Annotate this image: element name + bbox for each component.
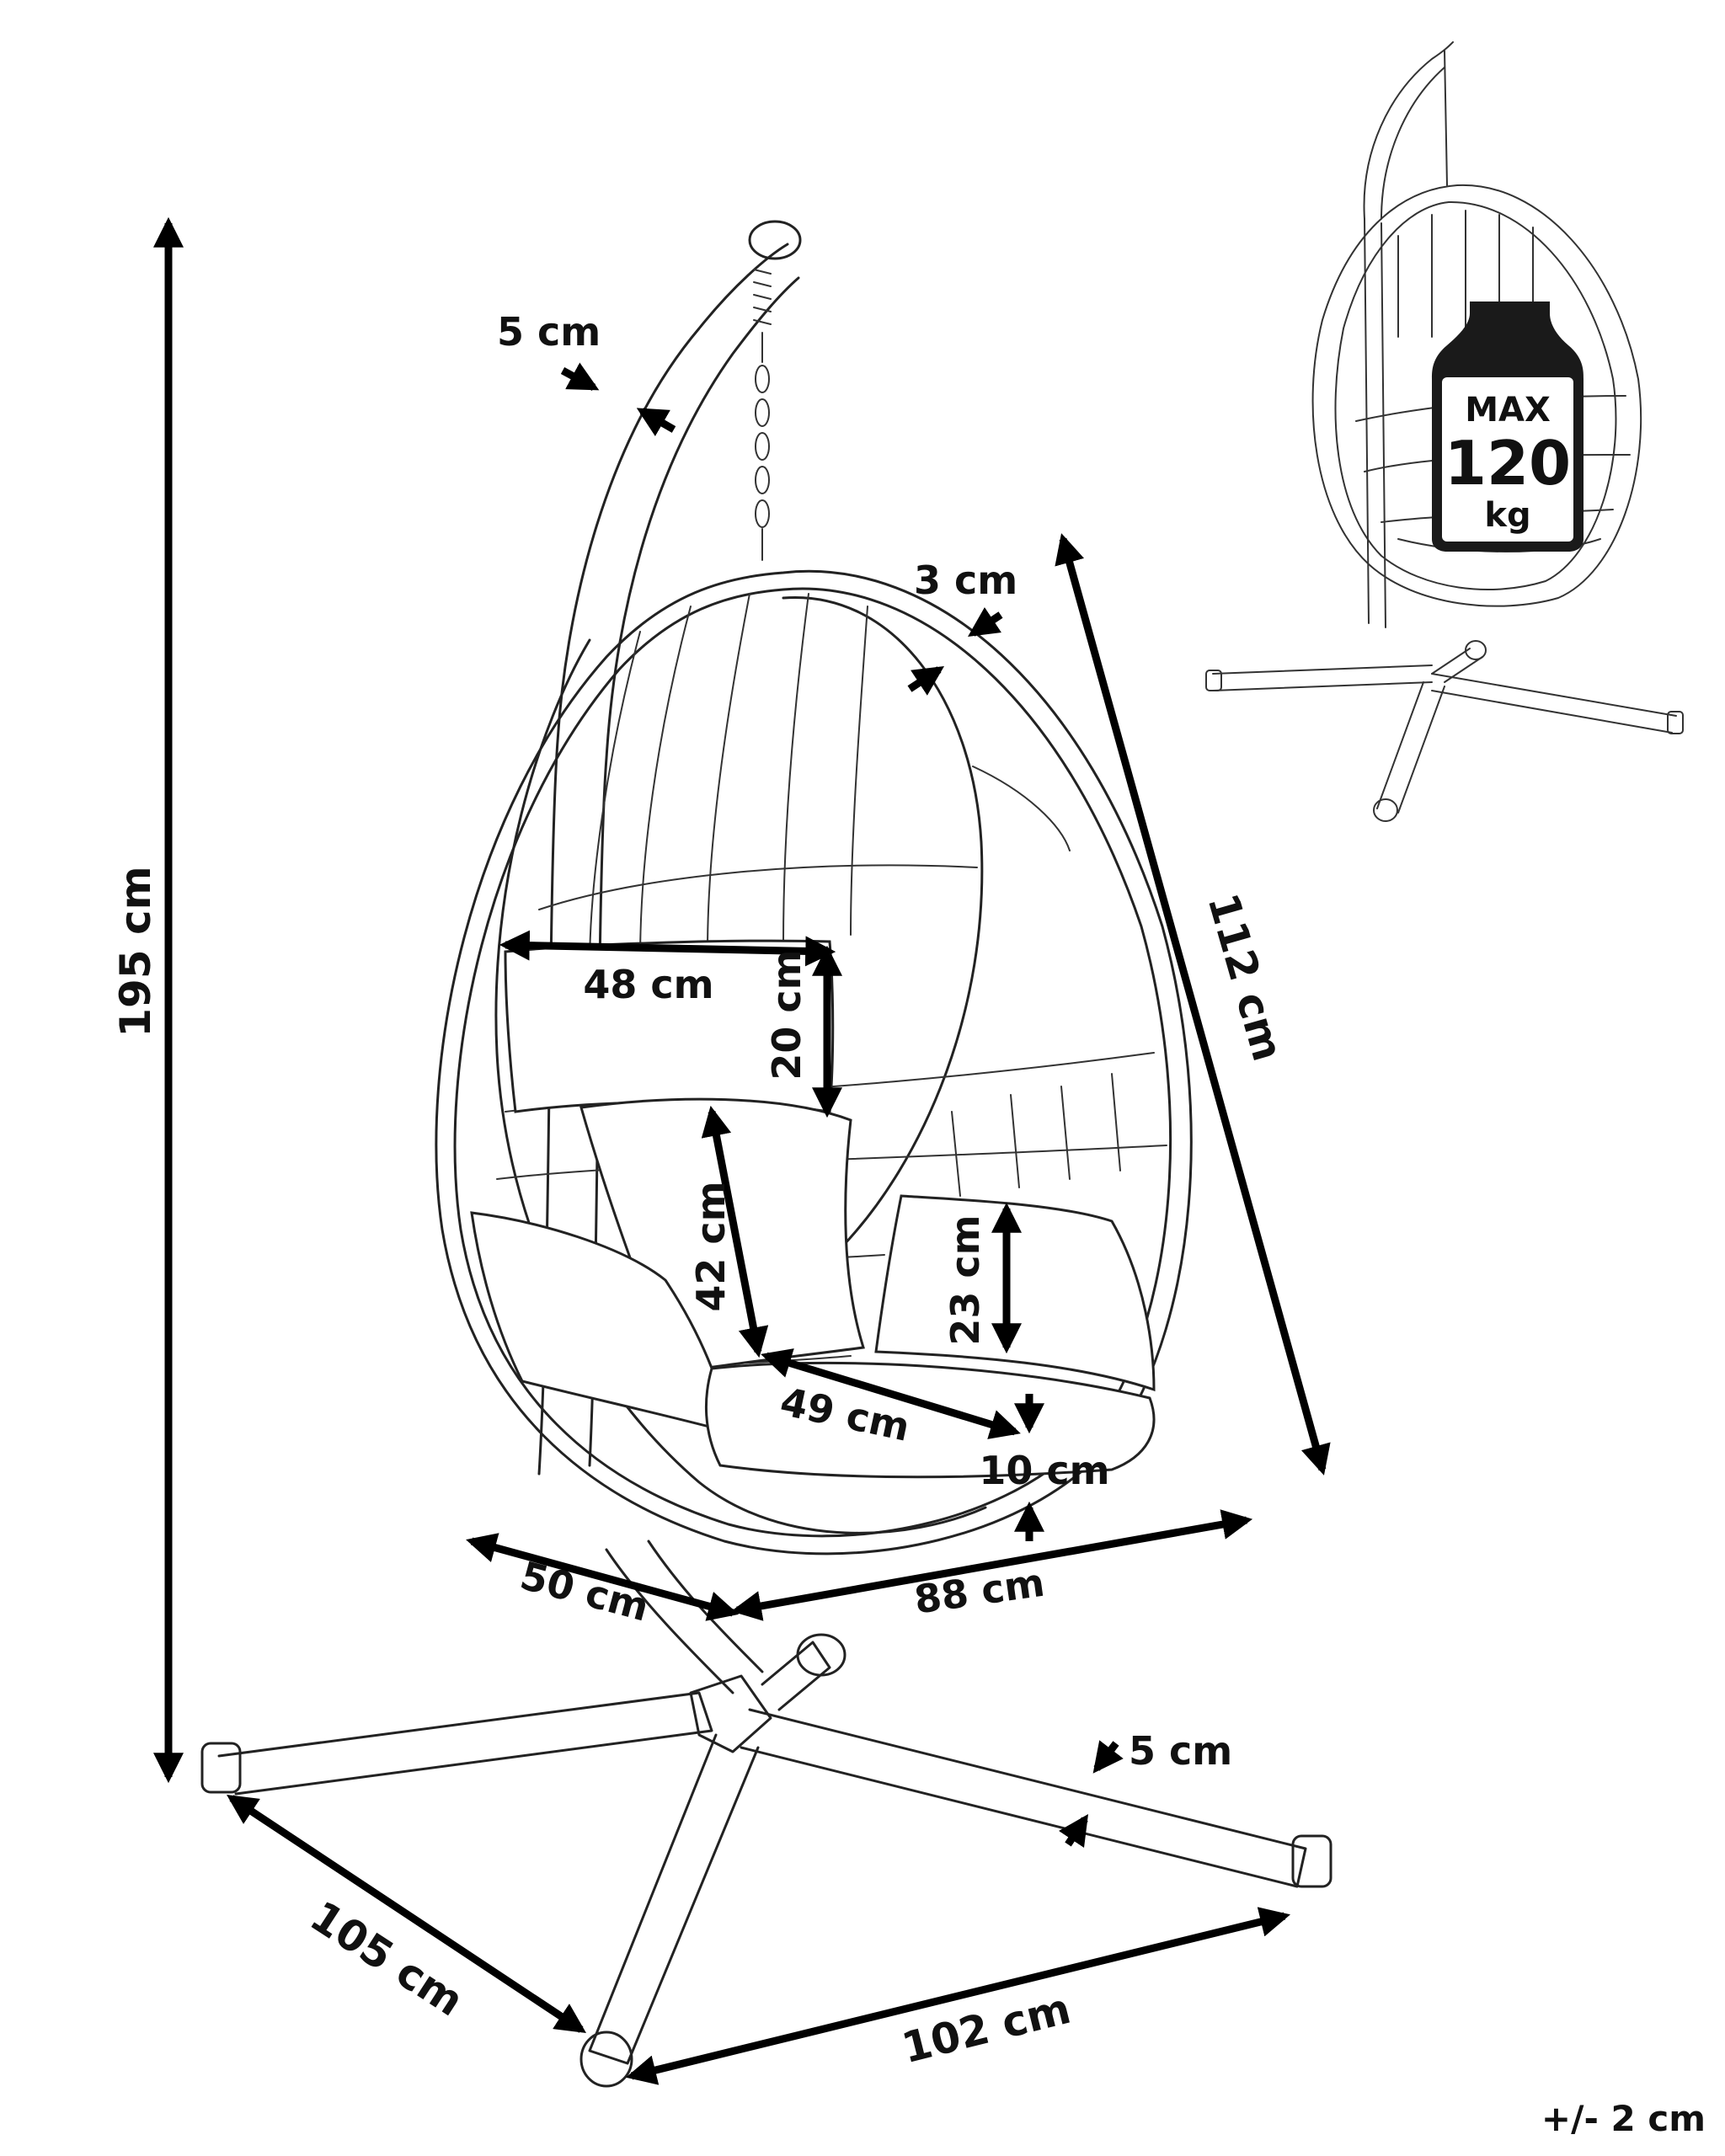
weight-icon-label-panel bbox=[1442, 377, 1573, 542]
arrow-back-cushion-width bbox=[499, 930, 836, 967]
stand-pole bbox=[537, 220, 802, 1476]
arrow-rim-thickness-inner bbox=[907, 666, 945, 696]
arrow-pole-thickness-inner bbox=[636, 408, 676, 437]
max-load-unit: kg bbox=[1484, 496, 1530, 535]
label-seat-back-height: 42 cm bbox=[688, 1181, 734, 1311]
arrow-seat-back-height bbox=[701, 1105, 769, 1358]
label-rim-thickness: 3 cm bbox=[914, 558, 1017, 603]
chair-illustration bbox=[200, 220, 1332, 2088]
label-egg-width: 88 cm bbox=[911, 1560, 1047, 1623]
max-load-weight-icon: MAX 120 kg bbox=[1432, 302, 1583, 552]
label-side-cushion-height: 23 cm bbox=[943, 1214, 988, 1345]
arrow-base-leg-thickness-top bbox=[1092, 1740, 1124, 1774]
label-base-leg-thickness: 5 cm bbox=[1129, 1728, 1232, 1774]
label-pole-thickness: 5 cm bbox=[497, 309, 601, 355]
side-cushion-right bbox=[874, 1194, 1156, 1392]
max-load-value: 120 bbox=[1445, 428, 1571, 499]
base-stand bbox=[200, 1540, 1332, 2088]
label-base-side-left: 105 cm bbox=[302, 1892, 472, 2025]
dimension-arrows bbox=[153, 216, 1331, 2085]
label-total-height: 195 cm bbox=[111, 866, 160, 1038]
arrow-egg-height bbox=[1055, 533, 1331, 1476]
tolerance-note: +/- 2 cm bbox=[1541, 2098, 1706, 2139]
max-load-label: MAX bbox=[1465, 391, 1551, 430]
label-egg-height: 112 cm bbox=[1198, 889, 1292, 1067]
arrow-base-side-right bbox=[626, 1907, 1290, 2085]
spring-and-chain bbox=[753, 269, 772, 561]
label-back-cushion-width: 48 cm bbox=[583, 962, 713, 1007]
arrow-rim-thickness-outer bbox=[968, 607, 1003, 637]
label-base-side-right: 102 cm bbox=[897, 1984, 1076, 2073]
arrow-base-leg-thickness-bottom bbox=[1059, 1814, 1088, 1848]
arrow-egg-depth bbox=[466, 1533, 739, 1621]
arrow-seat-depth bbox=[761, 1348, 1021, 1439]
arrow-pole-thickness-outer bbox=[560, 362, 600, 391]
arrow-base-side-left bbox=[226, 1795, 587, 2033]
label-seat-thickness: 10 cm bbox=[979, 1448, 1109, 1493]
arrow-egg-width bbox=[730, 1509, 1253, 1621]
dimension-labels: 195 cm 5 cm 3 cm 112 cm 48 cm 20 cm 42 c… bbox=[111, 309, 1292, 2073]
label-egg-depth: 50 cm bbox=[515, 1552, 654, 1630]
label-back-cushion-height: 20 cm bbox=[764, 949, 809, 1080]
